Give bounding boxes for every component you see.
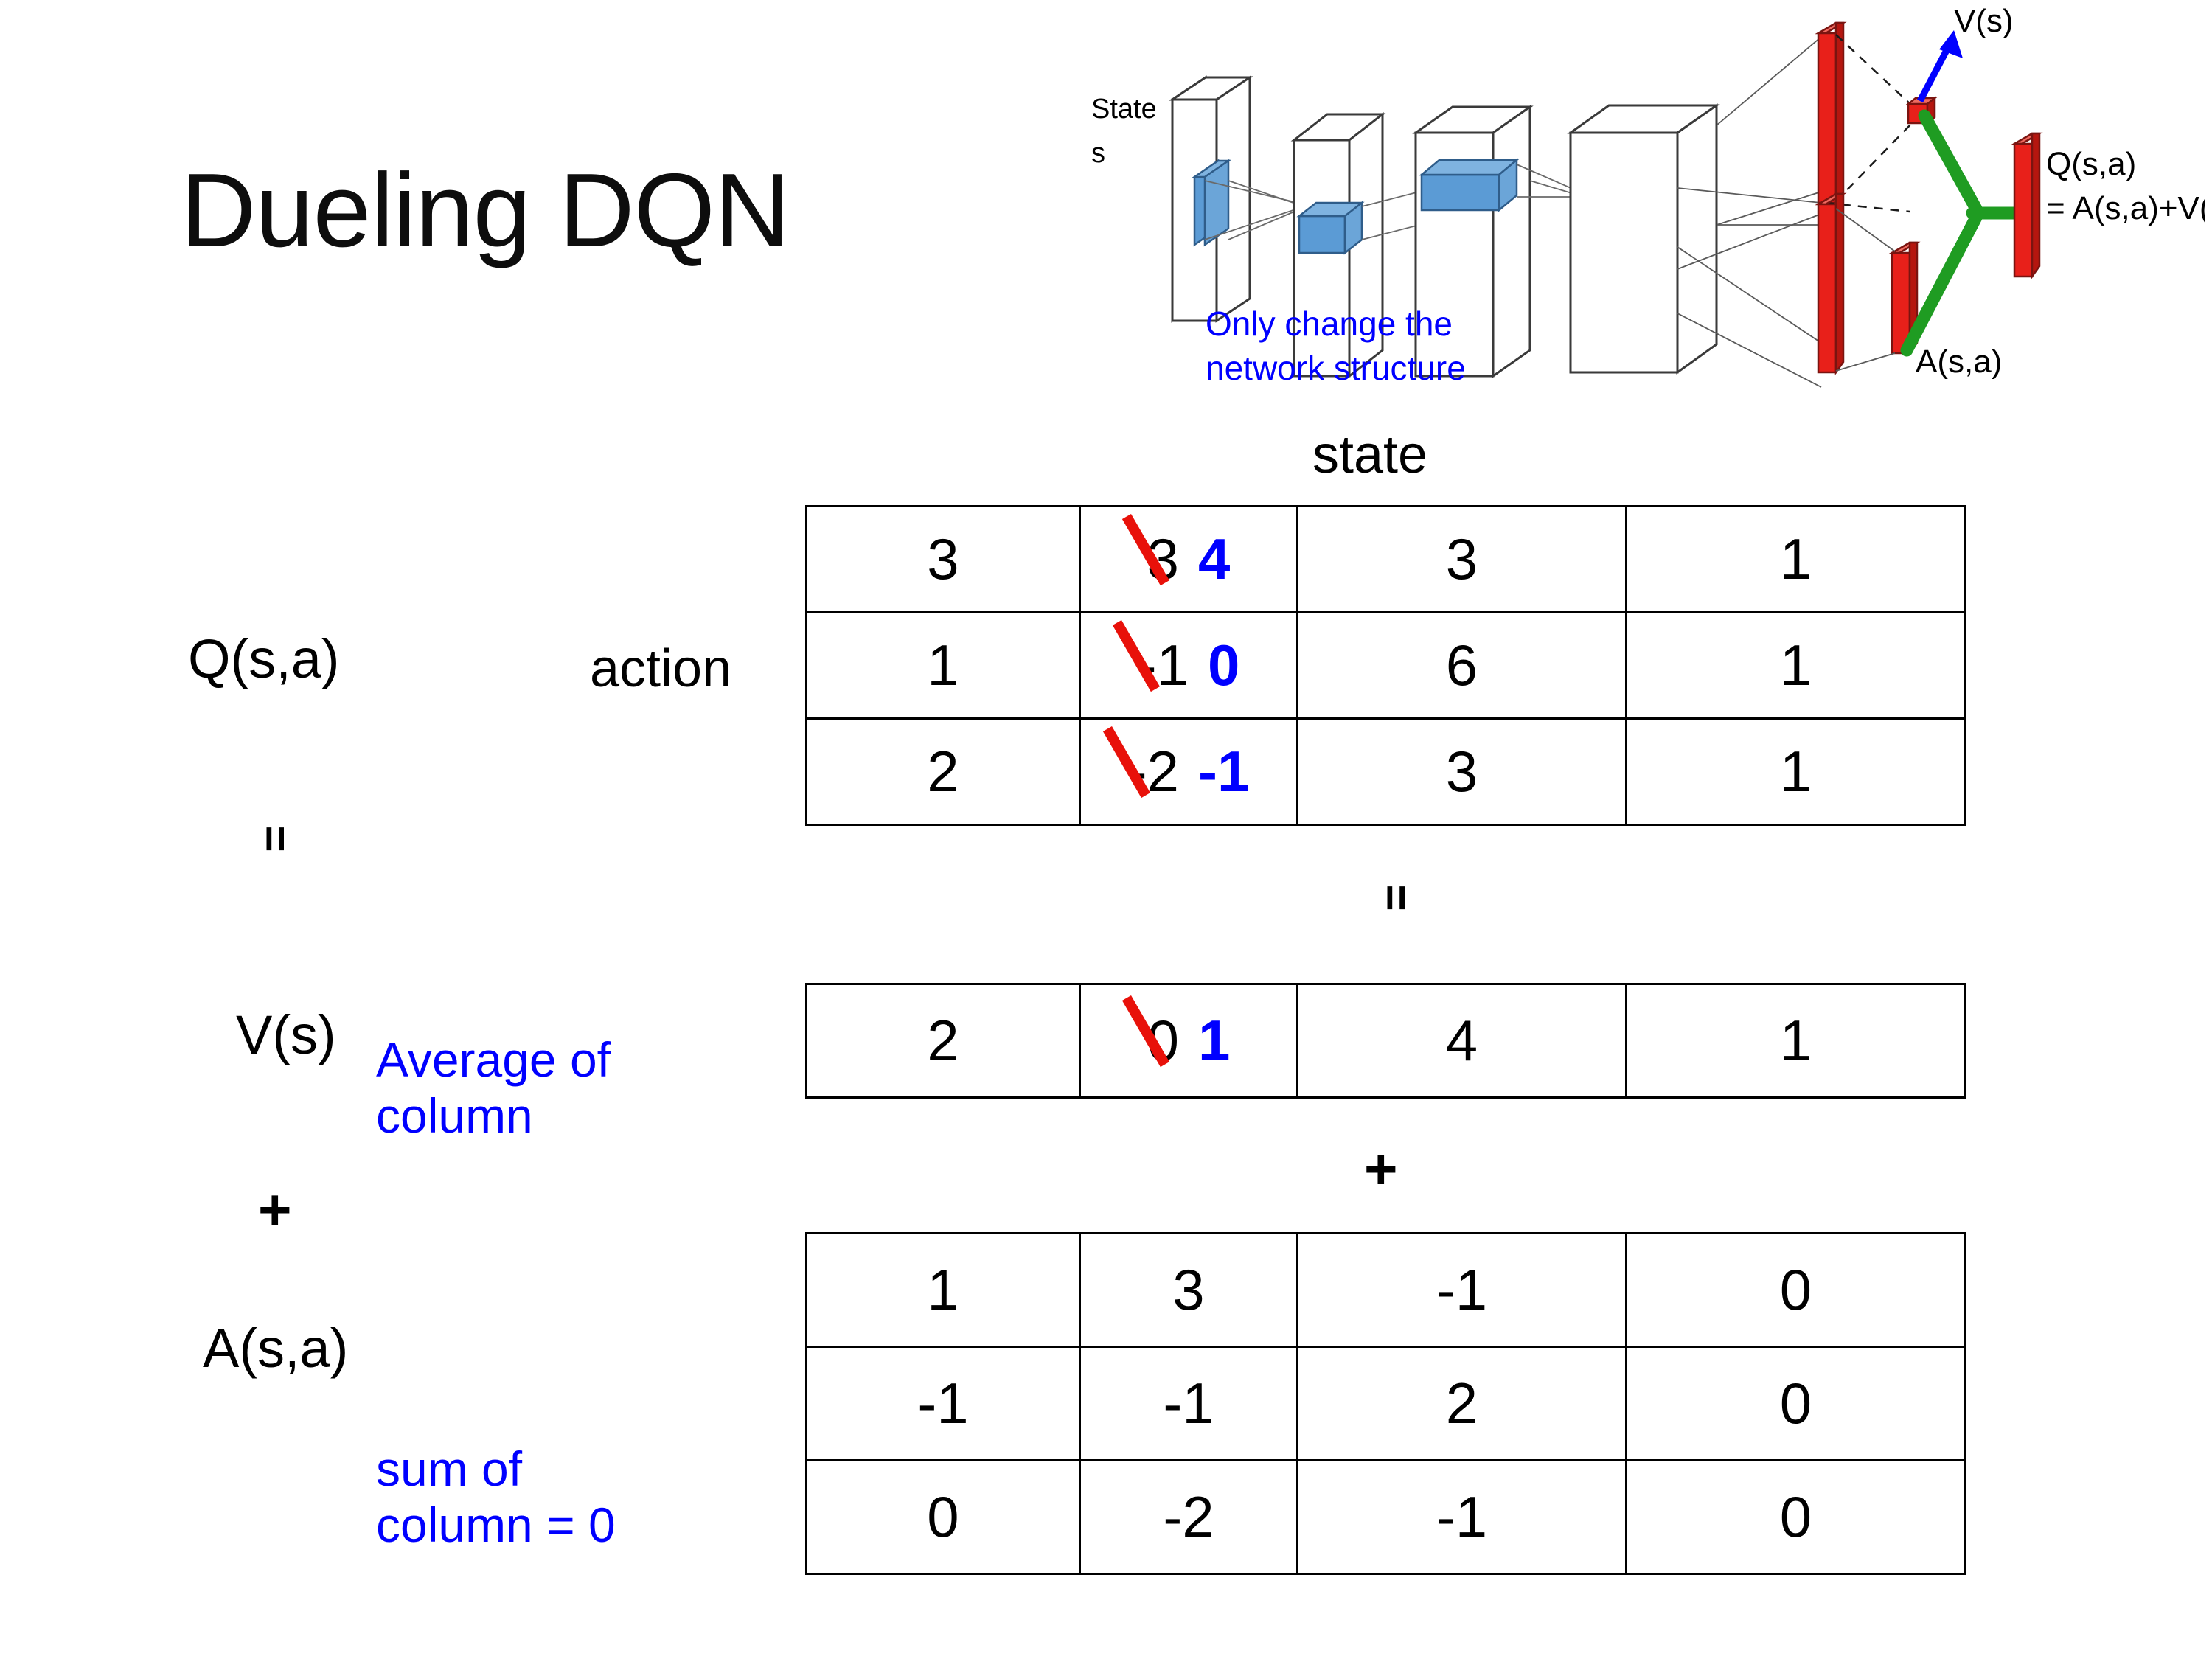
table-cell: 1 (1625, 505, 1966, 613)
table-cell: 0 (805, 1459, 1081, 1575)
diagram-advantage-output-label: A(s,a) (1916, 344, 2002, 380)
action-axis-label: action (590, 639, 732, 698)
conv-patch-icon (1191, 159, 1232, 247)
table-cell: 0 (1625, 1459, 1966, 1575)
struck-old-value: -2 (1127, 739, 1179, 804)
equals-operator-left: = (249, 825, 301, 852)
v-function-label: V(s) (236, 1004, 336, 1065)
struck-old-value: 3 (1147, 526, 1179, 591)
table-cell: 6 (1296, 611, 1627, 720)
conv-layer-1-icon (1290, 111, 1386, 379)
advantage-stream-bar-icon (1815, 192, 1847, 375)
conv-patch-2-icon (1296, 201, 1365, 255)
equals-operator-middle: = (1370, 884, 1422, 911)
table-cell: 0 (1625, 1346, 1966, 1461)
diagram-q-output-label-line2: = A(s,a)+V(s) (2046, 190, 2205, 226)
table-cell: -1 (1296, 1459, 1627, 1575)
struck-old-value: 0 (1147, 1008, 1179, 1073)
sum-of-column-note: sum of column = 0 (376, 1441, 616, 1552)
combine-connector-icon (1900, 109, 2025, 357)
plus-operator-middle: + (1364, 1136, 1398, 1201)
table-cell: 2 (1296, 1346, 1627, 1461)
page-title: Dueling DQN (181, 152, 790, 269)
table-cell: -1 (1079, 1346, 1298, 1461)
state-axis-label: state (1312, 425, 1428, 484)
table-cell: -1 (805, 1346, 1081, 1461)
q-function-label: Q(s,a) (188, 628, 340, 689)
average-of-column-note: Average of column (376, 1032, 611, 1143)
q-output-bar-icon (2011, 132, 2043, 279)
diagram-note-line2: network structure (1206, 349, 1466, 387)
table-cell: 2 (805, 717, 1081, 826)
a-function-label: A(s,a) (203, 1318, 349, 1379)
table-cell: 1 (805, 611, 1081, 720)
updated-new-value: 0 (1207, 633, 1240, 698)
updated-new-value: 4 (1198, 526, 1231, 591)
edited-cell: -2 -1 (1128, 738, 1250, 805)
conv-layer-2-icon (1412, 105, 1534, 378)
table-cell: 1 (1625, 611, 1966, 720)
table-cell: 2 (805, 983, 1081, 1099)
value-stream-bar-icon (1815, 21, 1847, 206)
value-arrow-icon (1917, 30, 1963, 103)
diagram-note-line1: Only change the (1206, 305, 1453, 343)
table-cell: -1 (1296, 1232, 1627, 1348)
diagram-state-label-line2: s (1091, 138, 1105, 169)
diagram-state-label-line1: State (1091, 94, 1157, 125)
edited-cell: -1 0 (1138, 632, 1240, 699)
table-cell: -1 0 (1079, 611, 1298, 720)
updated-new-value: -1 (1198, 739, 1250, 804)
plus-operator-left: + (258, 1177, 292, 1242)
table-cell: 3 (1296, 505, 1627, 613)
updated-new-value: 1 (1198, 1008, 1231, 1073)
table-cell: 1 (805, 1232, 1081, 1348)
table-cell: 3 (1079, 1232, 1298, 1348)
table-cell: 3 (1296, 717, 1627, 826)
table-cell: 1 (1625, 983, 1966, 1099)
table-cell: 1 (1625, 717, 1966, 826)
diagram-value-output-label: V(s) (1954, 4, 2014, 39)
dueling-network-diagram: State s V(s) A(s,a) Q(s,a) = A(s,a)+V(s)… (1084, 4, 2205, 417)
table-cell: 4 (1296, 983, 1627, 1099)
conv-layer-3-icon (1567, 103, 1720, 375)
diagram-q-output-label-line1: Q(s,a) (2046, 146, 2136, 182)
table-cell: -2 (1079, 1459, 1298, 1575)
conv-patch-3-icon (1419, 158, 1520, 212)
table-cell: -2 -1 (1079, 717, 1298, 826)
table-cell: 0 (1625, 1232, 1966, 1348)
struck-old-value: -1 (1137, 633, 1189, 698)
table-cell: 3 (805, 505, 1081, 613)
